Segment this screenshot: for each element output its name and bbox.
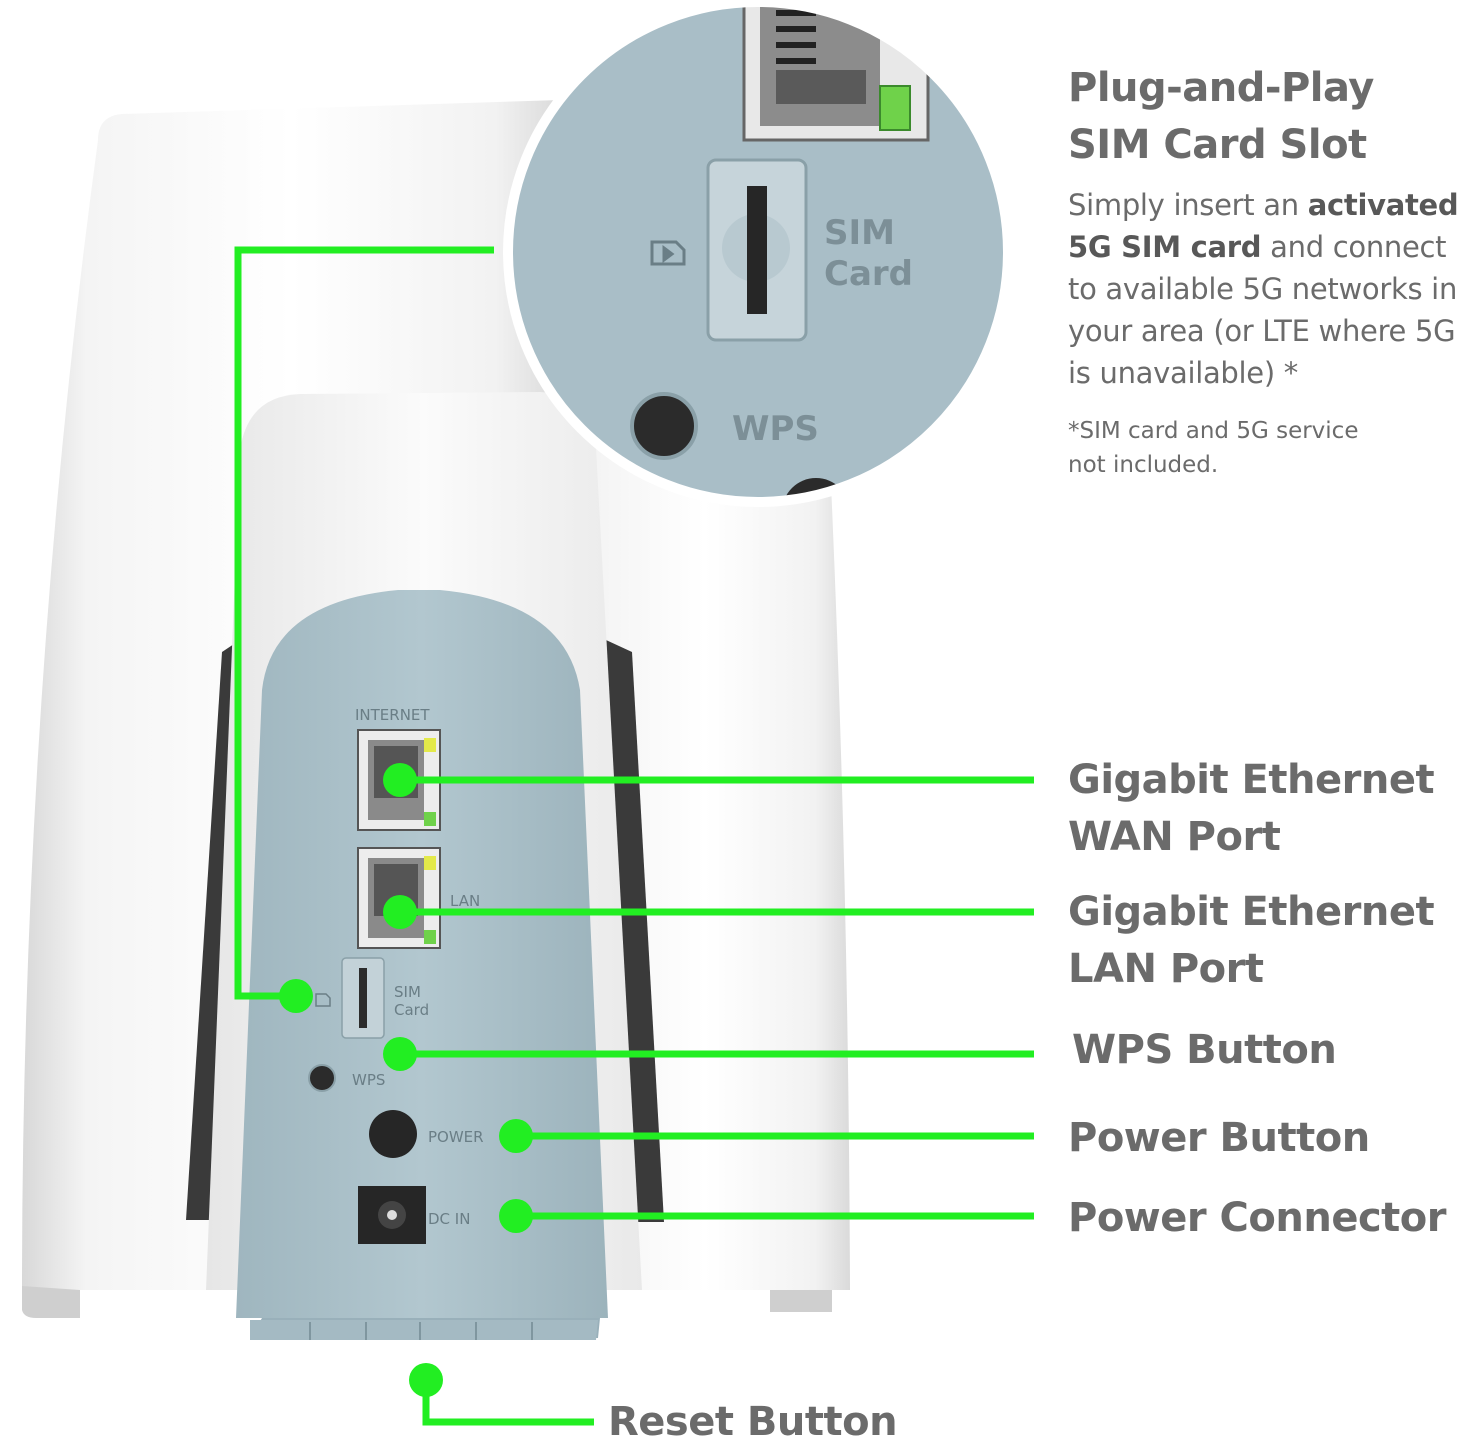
sim-footnote: *SIM card and 5G service not included.: [1068, 414, 1448, 482]
sim-label-line2: Card: [394, 1001, 429, 1019]
wan-port-callout: Gigabit Ethernet WAN Port: [1068, 752, 1435, 866]
sim-desc-bold: activated 5G SIM card: [1068, 188, 1459, 264]
internet-port-label: INTERNET: [355, 706, 430, 724]
sim-slot-title: Plug-and-Play SIM Card Slot: [1068, 60, 1374, 174]
lan-callout-line2: LAN Port: [1068, 946, 1264, 992]
wps-callout: WPS Button: [1072, 1027, 1337, 1073]
zoom-inset: SIM Card WPS: [503, 0, 1013, 507]
sim-desc-part1: Simply insert an: [1068, 188, 1308, 222]
wan-callout-line2: WAN Port: [1068, 814, 1281, 860]
dc-in-label: DC IN: [428, 1210, 470, 1228]
zoom-wps-button: [630, 392, 698, 460]
wps-button: [308, 1064, 336, 1092]
callout-lines: [234, 246, 1034, 1426]
sim-footnote-line1: *SIM card and 5G service: [1068, 418, 1359, 444]
sim-slot: [341, 957, 385, 1039]
sim-card-icon: [315, 993, 331, 1007]
sim-footnote-line2: not included.: [1068, 452, 1219, 478]
zoom-wps-label: WPS: [732, 409, 819, 449]
sim-slot-title-line2: SIM Card Slot: [1068, 122, 1367, 168]
callout-dots: [279, 763, 533, 1397]
power-connector-callout: Power Connector: [1068, 1195, 1447, 1241]
zoom-sim-card-icon: [650, 240, 686, 266]
sim-label-line1: SIM: [394, 983, 421, 1001]
lan-callout-line1: Gigabit Ethernet: [1068, 889, 1435, 935]
wps-label: WPS: [352, 1071, 385, 1089]
wan-callout-line1: Gigabit Ethernet: [1068, 757, 1435, 803]
power-button: [369, 1110, 417, 1158]
sim-slot-description: Simply insert an activated 5G SIM card a…: [1068, 184, 1464, 394]
power-button-callout: Power Button: [1068, 1115, 1370, 1161]
dc-in-jack: [358, 1186, 426, 1244]
reset-button-callout: Reset Button: [608, 1399, 898, 1445]
power-label: POWER: [428, 1128, 484, 1146]
sim-desc-part2: and connect to available 5G networks in …: [1068, 230, 1458, 390]
zoom-sim-label-line1: SIM: [824, 213, 895, 253]
zoom-sim-label-line2: Card: [824, 254, 913, 294]
lan-port-label: LAN: [450, 892, 480, 910]
sim-slot-title-line1: Plug-and-Play: [1068, 65, 1374, 111]
lan-port-callout: Gigabit Ethernet LAN Port: [1068, 884, 1435, 998]
